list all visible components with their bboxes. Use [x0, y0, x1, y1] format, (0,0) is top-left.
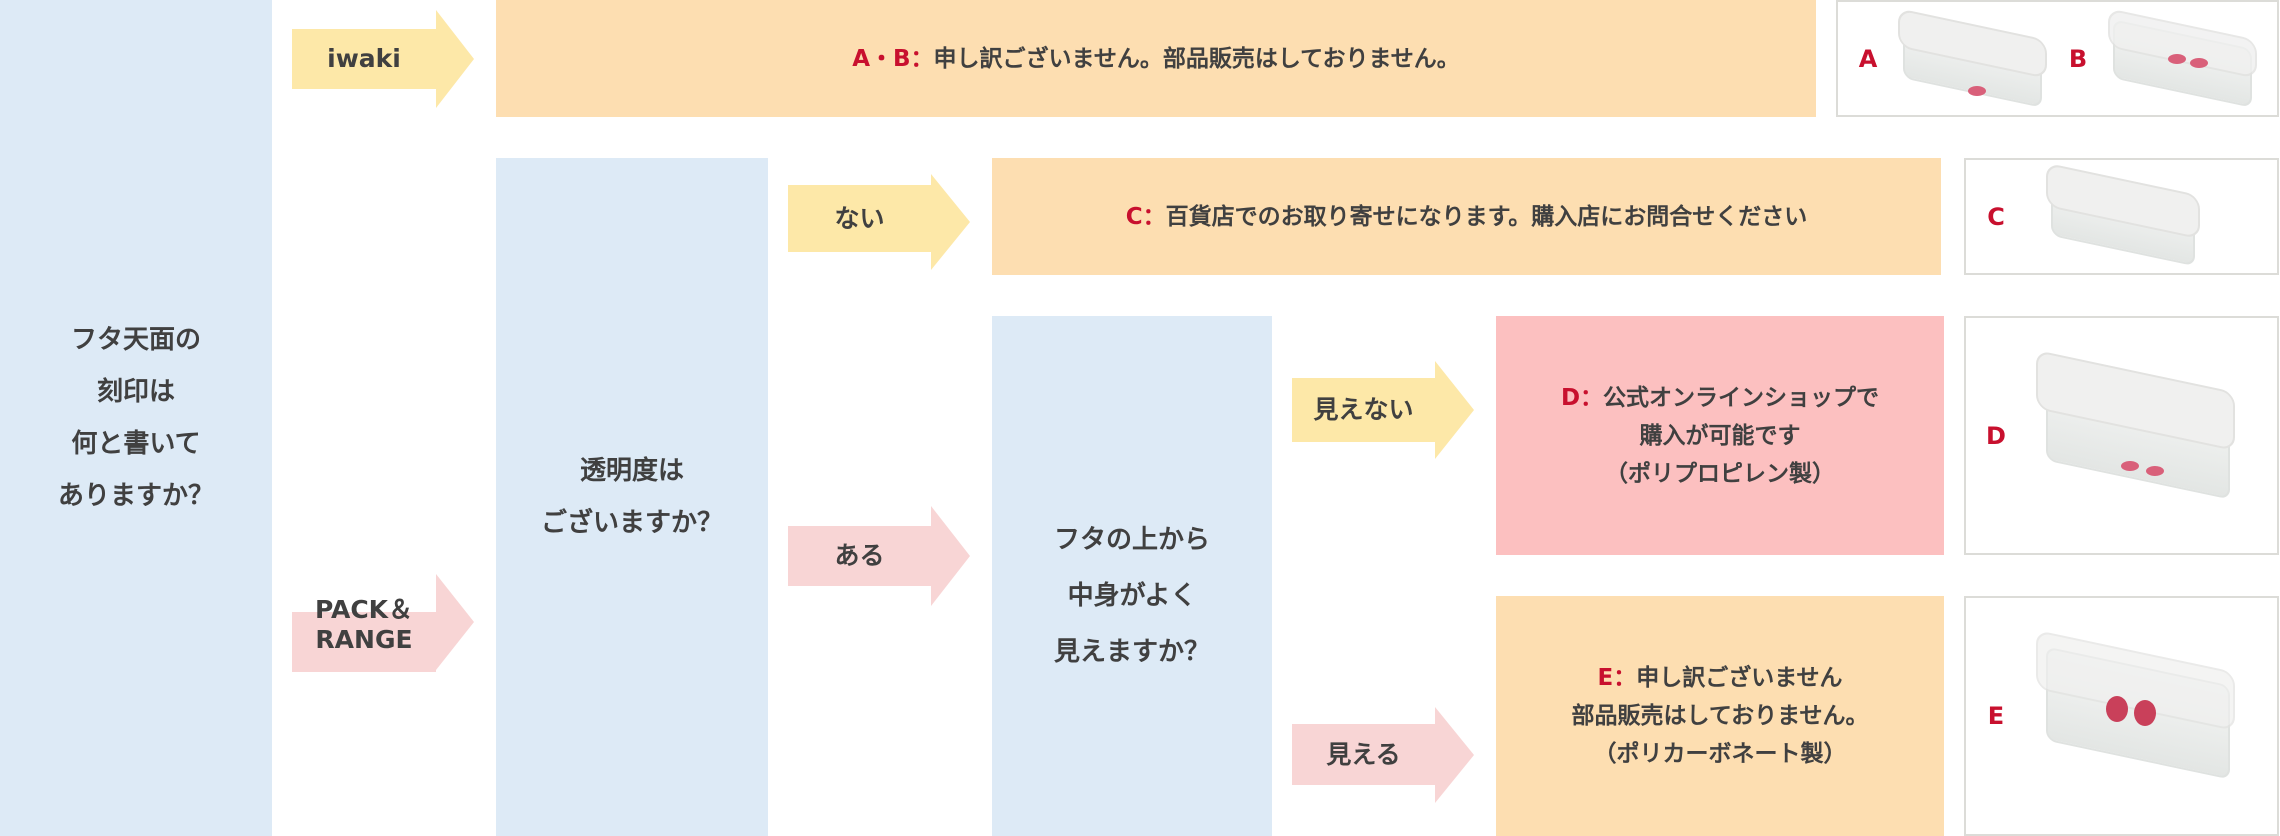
- product-label: C: [1987, 202, 2005, 231]
- product-label: A: [1858, 44, 1878, 73]
- product-image-e-box: E: [1964, 596, 2279, 836]
- answer-text: 部品販売はしておりません。: [1571, 703, 1869, 729]
- question-line: 何と書いて: [71, 429, 201, 459]
- arrow-label-line: RANGE: [315, 625, 413, 654]
- product-label: D: [1986, 421, 2006, 450]
- question-line: ございますか？: [540, 508, 723, 538]
- question-line: 透明度は: [579, 456, 684, 486]
- product-image-d: [2036, 349, 2236, 516]
- arrow-label: ない: [788, 185, 931, 252]
- answer-text: 公式オンラインショップで: [1603, 384, 1880, 411]
- product-label: E: [1987, 702, 2005, 730]
- answer-c: C：百貨店でのお取り寄せになります。購入店にお問合せください: [992, 158, 1941, 275]
- answer-text: 申し訳ございません。部品販売はしておりません。: [933, 45, 1460, 72]
- product-image-b: [2108, 7, 2258, 108]
- answer-text: 申し訳ございません: [1636, 665, 1843, 691]
- question-line: フタ天面の: [70, 325, 201, 355]
- question-line: 中身がよく: [1067, 581, 1197, 611]
- product-label: B: [2068, 44, 2088, 73]
- product-image-a: [1898, 7, 2048, 108]
- product-image-c: [2046, 162, 2206, 267]
- question-line: 刻印は: [96, 377, 175, 407]
- product-image-ab: A B: [1836, 0, 2279, 117]
- product-image-d-box: D: [1964, 316, 2279, 555]
- answer-label: C：: [1125, 203, 1166, 230]
- answer-label: A・B：: [852, 45, 934, 72]
- product-image-e: [2036, 629, 2236, 796]
- answer-ab: A・B：申し訳ございません。部品販売はしておりません。: [496, 0, 1816, 117]
- answer-text: （ポリプロピレン製）: [1605, 460, 1835, 487]
- question-line: フタの上から: [1053, 525, 1210, 555]
- answer-text: 購入が可能です: [1639, 422, 1801, 449]
- arrow-label: iwaki: [292, 29, 436, 89]
- answer-text: （ポリカーボネート製）: [1593, 741, 1847, 767]
- arrow-label: 見える: [1292, 724, 1435, 785]
- question-visibility: フタの上から 中身がよく 見えますか？: [992, 316, 1272, 836]
- product-image-c-box: C: [1964, 158, 2279, 275]
- arrow-label: PACK＆RANGE: [292, 595, 436, 672]
- arrow-label-line: PACK＆: [314, 595, 414, 624]
- question-lid-engraving: フタ天面の 刻印は 何と書いて ありますか？: [0, 0, 272, 836]
- question-transparency: 透明度は ございますか？: [496, 158, 768, 836]
- arrow-label: 見えない: [1292, 378, 1435, 442]
- answer-label: E：: [1597, 665, 1637, 691]
- answer-d: D：公式オンラインショップで 購入が可能です （ポリプロピレン製）: [1496, 316, 1944, 555]
- question-line: 見えますか？: [1053, 637, 1210, 667]
- question-line: ありますか？: [57, 481, 214, 511]
- answer-label: D：: [1560, 384, 1604, 411]
- answer-text: 百貨店でのお取り寄せになります。購入店にお問合せください: [1165, 203, 1808, 230]
- answer-e: E：申し訳ございません 部品販売はしておりません。 （ポリカーボネート製）: [1496, 596, 1944, 836]
- arrow-label: ある: [788, 526, 931, 586]
